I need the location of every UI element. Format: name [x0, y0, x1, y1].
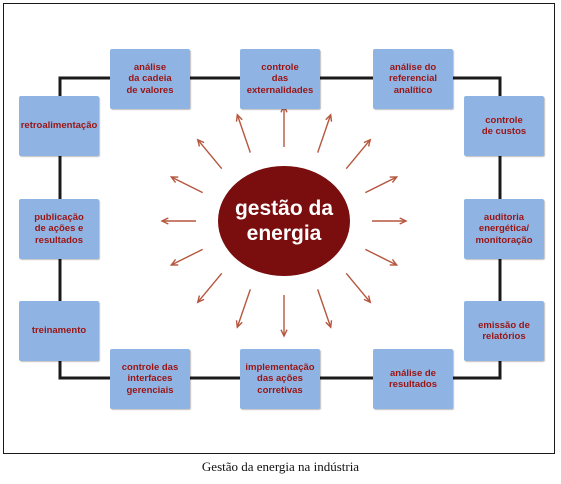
node-label: implementação das ações corretivas — [245, 361, 315, 396]
arrow-shaft — [236, 114, 251, 153]
hub-label: gestão da energia — [234, 197, 334, 245]
figure-caption: Gestão da energia na indústria — [201, 459, 360, 474]
arrow-head — [235, 320, 243, 329]
arrow-shaft — [345, 139, 371, 170]
arrow-shaft — [364, 248, 398, 266]
node-label: emissão de relatórios — [478, 319, 530, 343]
arrow-head — [169, 176, 179, 183]
node-label: controle das interfaces gerenciais — [121, 361, 179, 396]
arrow-head — [280, 329, 288, 338]
arrow-head — [169, 259, 179, 266]
arrow-shaft — [236, 289, 251, 328]
figure-frame: análise da cadeia de valores controle da… — [3, 3, 555, 454]
arrow-head — [389, 176, 399, 183]
node-interface-control: controle das interfaces gerenciais — [110, 349, 190, 409]
node-label: análise de resultados — [388, 367, 438, 391]
node-label: controle de custos — [481, 114, 527, 138]
arrow-shaft — [170, 248, 204, 266]
node-label: análise da cadeia de valores — [126, 61, 174, 96]
radiating-arrows — [160, 104, 408, 338]
node-publication: publicação de ações e resultados — [19, 199, 99, 259]
node-energy-audit: auditoria energética/ monitoração — [464, 199, 544, 259]
arrow-head — [325, 320, 333, 329]
arrow-shaft — [197, 272, 223, 303]
arrow-shaft — [364, 176, 398, 194]
node-value-chain-analysis: análise da cadeia de valores — [110, 49, 190, 109]
arrow-head — [399, 217, 408, 225]
arrow-head — [160, 217, 169, 225]
arrow-head — [363, 295, 372, 304]
node-label: auditoria energética/ monitoração — [475, 211, 533, 246]
node-label: controle das externalidades — [246, 61, 314, 96]
node-cost-control: controle de custos — [464, 96, 544, 156]
arrow-shaft — [317, 289, 332, 328]
hub-ellipse: gestão da energia — [218, 166, 350, 276]
arrow-head — [363, 138, 372, 147]
node-feedback: retroalimentação — [19, 96, 99, 156]
arrow-shaft — [317, 114, 332, 153]
arrow-head — [235, 113, 243, 122]
node-label: treinamento — [31, 325, 87, 337]
arrow-shaft — [345, 272, 371, 303]
node-report-issuance: emissão de relatórios — [464, 301, 544, 361]
arrow-head — [196, 295, 205, 304]
node-label: análise do referencial analítico — [388, 61, 438, 96]
node-externalities-control: controle das externalidades — [240, 49, 320, 109]
arrow-head — [389, 259, 399, 266]
node-label: publicação de ações e resultados — [34, 211, 84, 246]
node-corrective-actions: implementação das ações corretivas — [240, 349, 320, 409]
node-results-analysis: análise de resultados — [373, 349, 453, 409]
node-reference-analysis: análise do referencial analítico — [373, 49, 453, 109]
node-training: treinamento — [19, 301, 99, 361]
node-label: retroalimentação — [20, 120, 98, 132]
arrow-shaft — [170, 176, 204, 194]
arrow-shaft — [197, 139, 223, 170]
arrow-head — [325, 113, 333, 122]
arrow-head — [196, 138, 205, 147]
